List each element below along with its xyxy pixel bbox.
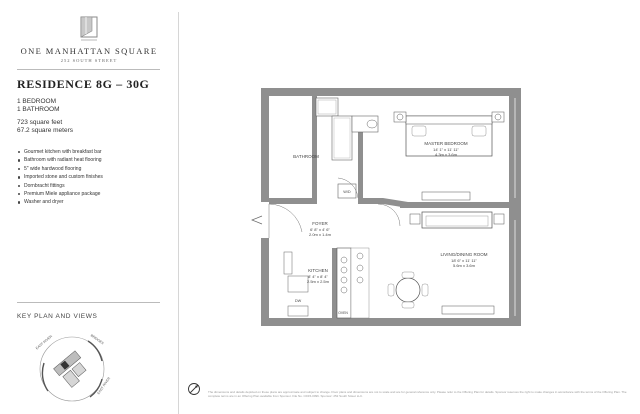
view-label: EAST RIVER <box>35 334 53 350</box>
residence-title: RESIDENCE 8G – 30G <box>17 77 150 91</box>
bathroom-count: 1 BATHROOM <box>17 106 60 113</box>
divider <box>17 69 160 70</box>
room-dim: 5.6m x 3.6m <box>453 263 476 268</box>
room-label-kitchen: KITCHEN <box>308 268 328 273</box>
feature-list: Gourmet kitchen with breakfast bar Bathr… <box>17 148 103 207</box>
list-item: Premium Miele appliance package <box>17 190 103 198</box>
list-item: Imported stone and custom finishes <box>17 173 103 181</box>
room-label-bathroom: BATHROOM <box>293 154 319 159</box>
area-sqm: 67.2 square meters <box>17 127 74 134</box>
list-item: 5" wide hardwood flooring <box>17 165 103 173</box>
list-item: Bathroom with radiant heat flooring <box>17 156 103 164</box>
brand-name: ONE MANHATTAN SQUARE <box>20 46 158 56</box>
divider <box>17 302 160 303</box>
north-arrow-icon <box>188 383 200 395</box>
key-plan-diagram: EAST RIVER BRIDGES EAST RIVER <box>35 333 112 402</box>
legal-disclaimer: The dimensions and details depicted on t… <box>208 390 627 398</box>
room-dim: 2.0m x 1.4m <box>309 232 332 237</box>
view-label: EAST RIVER <box>96 376 111 395</box>
brand-address: 252 SOUTH STREET <box>60 58 118 63</box>
bedroom-count: 1 BEDROOM <box>17 98 57 105</box>
list-item: Gourmet kitchen with breakfast bar <box>17 148 103 156</box>
list-item: Washer and dryer <box>17 198 103 206</box>
appliance-label-oven: OVEN <box>338 311 348 315</box>
panel-divider <box>178 12 179 414</box>
info-panel: ONE MANHATTAN SQUARE 252 SOUTH STREET RE… <box>0 0 178 414</box>
room-label-living: LIVING/DINING ROOM <box>440 252 487 257</box>
area-sqft: 723 square feet <box>17 119 63 126</box>
list-item: Dornbracht fittings <box>17 182 103 190</box>
room-dim: 8' 4" x 8' 4" <box>308 274 328 279</box>
room-dim: 18' 6" x 11' 11" <box>451 258 477 263</box>
key-plan-heading: KEY PLAN AND VIEWS <box>17 313 98 320</box>
brand-logo <box>80 16 98 41</box>
room-dim: 2.5m x 2.5m <box>307 279 330 284</box>
room-label-master-bedroom: MASTER BEDROOM <box>424 141 468 146</box>
room-label-foyer: FOYER <box>312 221 328 226</box>
room-dim: 14' 1" x 11' 11" <box>433 147 459 152</box>
room-label-wd: W/D <box>343 190 351 194</box>
appliance-label-dw: DW <box>295 299 302 303</box>
room-dim: 6' 8" x 4' 6" <box>310 227 330 232</box>
room-dim: 4.3m x 3.6m <box>435 152 458 157</box>
floor-plan: BATHROOM MASTER BEDROOM 14' 1" x 11' 11"… <box>251 88 521 326</box>
